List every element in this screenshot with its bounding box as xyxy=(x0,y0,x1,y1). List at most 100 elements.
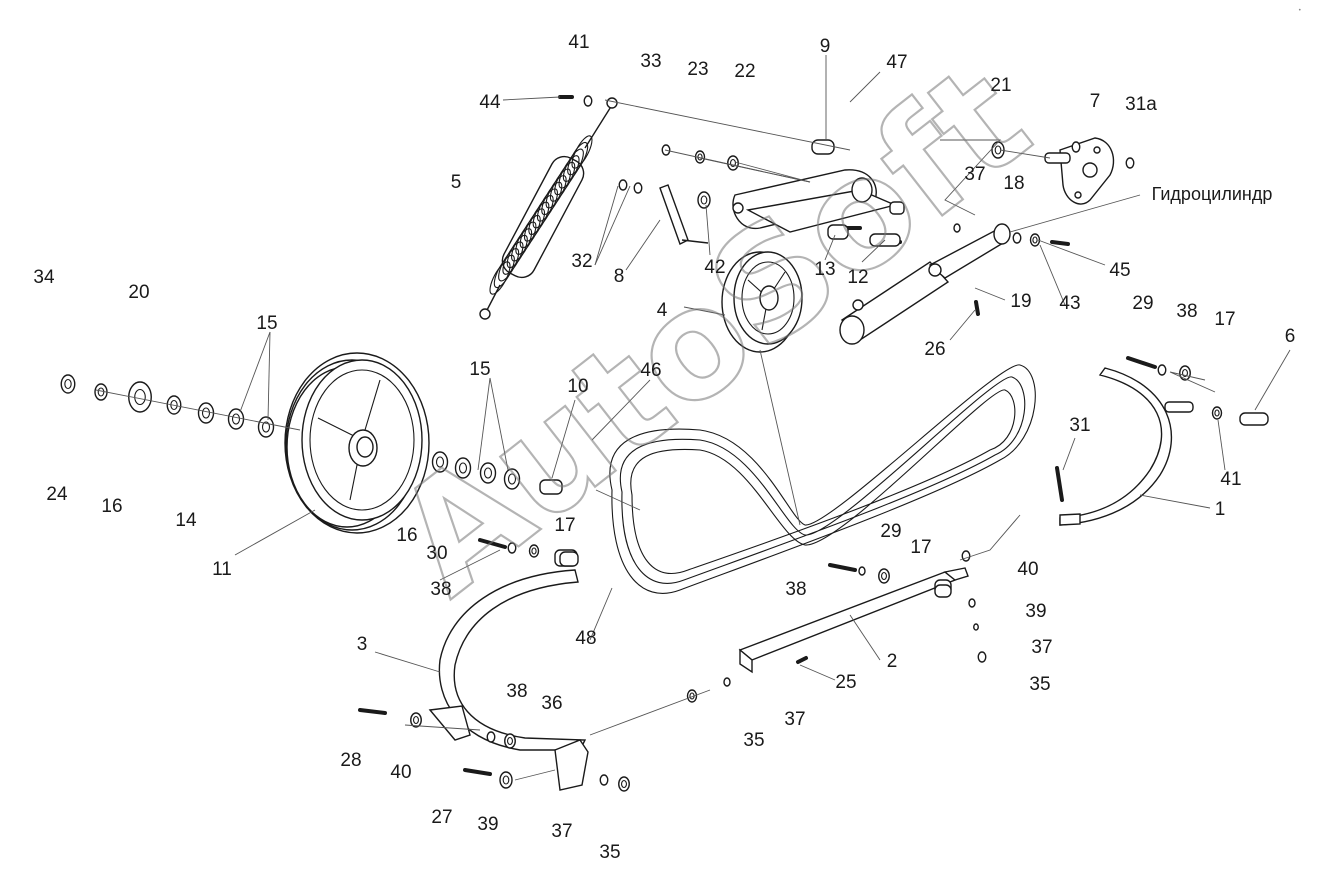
callout-c16a: 16 xyxy=(101,496,122,517)
callout-c37b: 37 xyxy=(1031,637,1052,658)
washer-hole xyxy=(201,407,211,419)
callout-c17c: 17 xyxy=(910,537,931,558)
washer-hole xyxy=(502,775,510,785)
washer-hole xyxy=(458,462,468,474)
callout-c35c: 35 xyxy=(599,842,620,863)
tension-arm-9 xyxy=(732,139,905,233)
callout-c47: 47 xyxy=(886,52,907,73)
washer-or-nut xyxy=(1125,157,1135,169)
hydraulic-cylinder xyxy=(839,223,1011,345)
washer-hole xyxy=(435,456,445,468)
callout-c17a: 17 xyxy=(1214,309,1235,330)
callout-c38c: 38 xyxy=(785,579,806,600)
washer-or-nut xyxy=(454,457,472,479)
washer-hole xyxy=(1214,409,1220,417)
callout-c22: 22 xyxy=(734,61,755,82)
washer-or-nut xyxy=(486,731,496,743)
callout-c10: 10 xyxy=(567,376,588,397)
callout-c42: 42 xyxy=(704,257,725,278)
callout-c40b: 40 xyxy=(390,762,411,783)
washer-or-nut xyxy=(723,677,731,687)
washer-hole xyxy=(231,413,241,425)
washer-hole xyxy=(506,736,513,746)
callout-c18: 18 xyxy=(1003,173,1024,194)
callout-c5: 5 xyxy=(451,172,462,193)
callout-c16b: 16 xyxy=(396,525,417,546)
callout-c20: 20 xyxy=(128,282,149,303)
callout-c35a: 35 xyxy=(1029,674,1050,695)
washer-hole xyxy=(1032,236,1038,244)
washer-hole xyxy=(507,473,517,485)
washer-or-nut xyxy=(973,623,979,631)
washer-hole xyxy=(729,158,736,168)
bolt xyxy=(1055,466,1064,502)
washer-or-nut xyxy=(431,451,449,473)
callout-c29b: 29 xyxy=(880,521,901,542)
washer-hole xyxy=(880,571,887,581)
callout-c25: 25 xyxy=(835,672,856,693)
callout-c29a: 29 xyxy=(1132,293,1153,314)
drive-belt-48 xyxy=(609,364,1036,594)
callout-c46: 46 xyxy=(640,360,661,381)
washer-or-nut xyxy=(410,712,422,728)
callout-c37a: 37 xyxy=(964,164,985,185)
callout-c39b: 39 xyxy=(477,814,498,835)
washer-or-nut xyxy=(257,416,275,438)
callout-c38a: 38 xyxy=(1176,301,1197,322)
callout-c23: 23 xyxy=(687,59,708,80)
bolt xyxy=(478,538,507,549)
bolt xyxy=(974,300,980,316)
bushing xyxy=(827,224,849,240)
bolt xyxy=(463,768,492,776)
washer-or-nut xyxy=(1157,364,1167,376)
callout-c7: 7 xyxy=(1090,91,1101,112)
washer-or-nut xyxy=(1071,141,1081,153)
washer-or-nut xyxy=(858,566,866,576)
small-pulley-4 xyxy=(721,251,803,353)
callout-c2: 2 xyxy=(887,651,898,672)
washer-or-nut xyxy=(953,223,961,233)
washer-or-nut xyxy=(1029,233,1041,247)
washer-or-nut xyxy=(633,182,643,194)
callout-c15b: 15 xyxy=(469,359,490,380)
callout-c41b: 41 xyxy=(1220,469,1241,490)
callout-c13: 13 xyxy=(814,259,835,280)
washer-hole xyxy=(700,195,708,205)
washer-or-nut xyxy=(968,598,976,608)
callout-c39a: 39 xyxy=(1025,601,1046,622)
callout-c14: 14 xyxy=(175,510,197,531)
washer-or-nut xyxy=(528,544,540,558)
washer-or-nut xyxy=(507,542,517,554)
callout-c1: 1 xyxy=(1215,499,1226,520)
callout-c27: 27 xyxy=(431,807,452,828)
spring-coil xyxy=(571,135,593,169)
washer-or-nut xyxy=(227,408,245,430)
bushing xyxy=(539,479,563,495)
callout-c45: 45 xyxy=(1109,260,1130,281)
washer-hole xyxy=(412,715,419,725)
washer-or-nut xyxy=(878,568,890,584)
bushing xyxy=(934,584,952,598)
callout-c26: 26 xyxy=(924,339,945,360)
washer-or-nut xyxy=(977,651,987,663)
callout-c3: 3 xyxy=(357,634,368,655)
callout-c8: 8 xyxy=(614,266,625,287)
callout-c21: 21 xyxy=(990,75,1011,96)
washer-hole xyxy=(261,421,271,433)
callout-c38b: 38 xyxy=(430,579,451,600)
callout-c9: 9 xyxy=(820,36,831,57)
callout-c28: 28 xyxy=(340,750,361,771)
washer-or-nut xyxy=(618,179,628,191)
callout-c4: 4 xyxy=(657,300,668,321)
callout-c37c: 37 xyxy=(784,709,805,730)
bolt xyxy=(358,708,387,715)
callout-c17b: 17 xyxy=(554,515,575,536)
washer-or-nut xyxy=(479,462,497,484)
callout-c43: 43 xyxy=(1059,293,1080,314)
washer-or-nut xyxy=(1211,406,1223,420)
callout-c24: 24 xyxy=(46,484,68,505)
callout-c19: 19 xyxy=(1010,291,1031,312)
leader-lines xyxy=(95,55,1291,781)
washer-or-nut xyxy=(599,774,609,786)
